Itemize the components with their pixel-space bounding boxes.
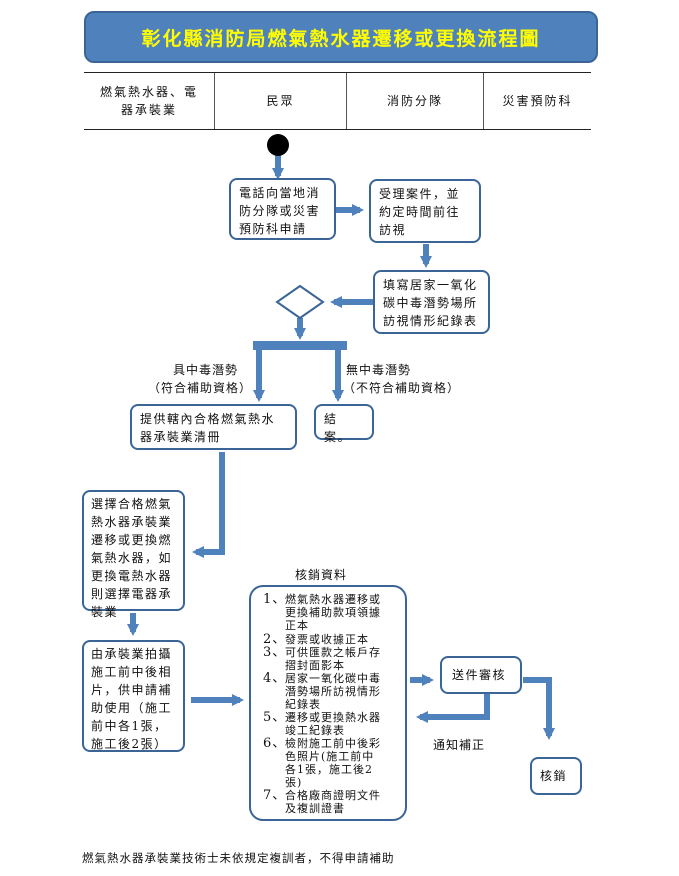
lane-contractor: 燃氣熱水器、電器承裝業 <box>99 85 198 117</box>
title-banner: 彰化縣消防局燃氣熱水器遷移或更換流程圖 <box>84 11 598 63</box>
split-bar <box>253 341 347 350</box>
lane-fire-brigade: 消防分隊 <box>346 73 483 129</box>
arrow-review-to-finish <box>523 677 555 740</box>
node-review: 送件審核 <box>440 656 522 694</box>
node-choose-contractor: 選擇合格燃氣熱水器承裝業遷移或更換燃氣熱水器，如更換電熱水器則選擇電器承裝業 <box>82 490 185 619</box>
swimlane-header: 燃氣熱水器、電器承裝業 民眾 消防分隊 災害預防科 <box>84 72 591 130</box>
docs-box: 1、燃氣熱水器遷移或 更換補助款項領據 正本 2、發票或收據正本 3、可供匯款之… <box>249 585 407 821</box>
node-apply: 電話向當地消防分隊或災害預防科申請 <box>229 178 336 240</box>
decision-diamond <box>275 284 325 320</box>
docs-title: 核銷資料 <box>295 568 348 582</box>
page-title: 彰化縣消防局燃氣熱水器遷移或更換流程圖 <box>141 27 541 50</box>
node-provide-list: 提供轄內合格燃氣熱水器承裝業清冊 <box>130 404 297 450</box>
branch-no-title: 無中毒潛勢 <box>346 363 412 377</box>
node-finish: 核銷 <box>530 757 582 795</box>
node-record: 填寫居家一氧化碳中毒潛勢場所訪視情形紀錄表 <box>373 270 490 334</box>
branch-yes-title: 具中毒潛勢 <box>173 363 239 377</box>
branch-no-note: （不符合補助資格） <box>343 381 461 395</box>
node-photo: 由承裝業拍攝施工前中後相片，供申請補助使用（施工前中各1張，施工後2張） <box>82 640 185 752</box>
arrow-review-to-docs <box>416 694 490 723</box>
branch-yes-note: （符合補助資格） <box>148 381 253 395</box>
node-close: 結案。 <box>314 404 374 444</box>
footnote: 燃氣熱水器承裝業技術士未依規定複訓者，不得申請補助 <box>82 851 395 865</box>
lane-disaster-prevention: 災害預防科 <box>483 73 591 129</box>
label-notify-correction: 通知補正 <box>433 738 486 752</box>
start-node <box>267 134 289 156</box>
lane-public: 民眾 <box>214 73 346 129</box>
arrow-list-to-choose <box>192 452 225 558</box>
node-accept: 受理案件，並約定時間前往訪視 <box>369 179 481 243</box>
